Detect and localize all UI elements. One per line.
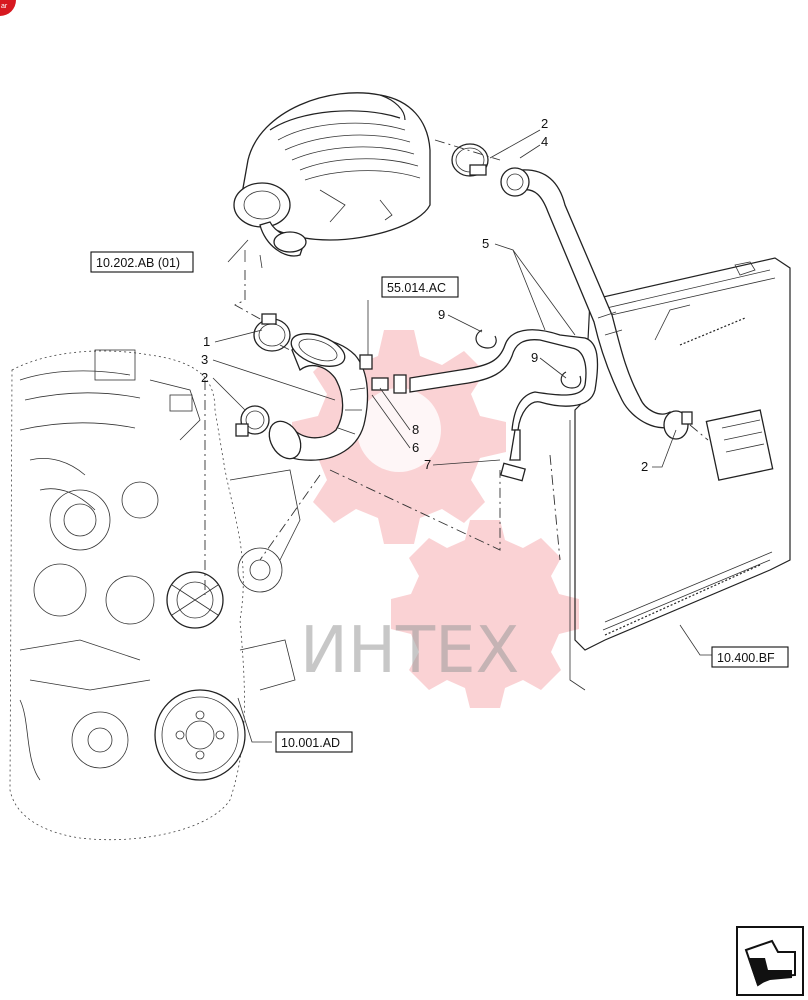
breather-hose <box>409 329 599 482</box>
svg-text:10.400.BF: 10.400.BF <box>717 651 775 665</box>
air-filter-housing <box>233 92 431 269</box>
clamp-2-left <box>235 405 270 437</box>
callout-8: 8 <box>412 422 419 437</box>
callout-2-right: 2 <box>641 459 648 474</box>
callout-1: 1 <box>203 334 210 349</box>
svg-text:ar: ar <box>1 3 8 10</box>
intake-elbow <box>268 333 369 461</box>
callout-6: 6 <box>412 440 419 455</box>
hose-upper <box>500 167 677 429</box>
ref-air-filter[interactable]: 10.202.AB (01) <box>90 251 194 273</box>
callout-3: 3 <box>201 352 208 367</box>
next-page-arrow-icon[interactable] <box>736 926 804 996</box>
callout-2-top: 2 <box>541 116 548 131</box>
ref-radiator[interactable]: 10.400.BF <box>711 646 789 668</box>
callout-2-left: 2 <box>201 370 208 385</box>
sensor-fitting <box>359 354 407 394</box>
callout-7: 7 <box>424 457 431 472</box>
callout-4: 4 <box>541 134 548 149</box>
corner-badge: ar <box>0 0 16 16</box>
svg-text:55.014.AC: 55.014.AC <box>387 281 446 295</box>
callout-9-right: 9 <box>531 350 538 365</box>
engine-block <box>9 349 301 841</box>
svg-text:10.001.AD: 10.001.AD <box>281 736 340 750</box>
clamp-top <box>451 143 489 177</box>
clamp-1 <box>253 313 291 352</box>
callout-labels: 2 4 5 9 9 1 3 2 8 6 7 2 <box>201 116 648 474</box>
clamp-right <box>663 410 693 440</box>
callout-9-left: 9 <box>438 307 445 322</box>
ref-sensor[interactable]: 55.014.AC <box>381 276 459 298</box>
ref-engine[interactable]: 10.001.AD <box>275 731 353 753</box>
clip-9a <box>475 329 497 349</box>
clip-9b <box>560 371 582 389</box>
watermark-text: ИНТЕХ <box>300 614 519 688</box>
callout-5: 5 <box>482 236 489 251</box>
svg-text:10.202.AB (01): 10.202.AB (01) <box>96 256 180 270</box>
radiator-frame <box>569 257 791 691</box>
leader-lines <box>204 129 712 743</box>
